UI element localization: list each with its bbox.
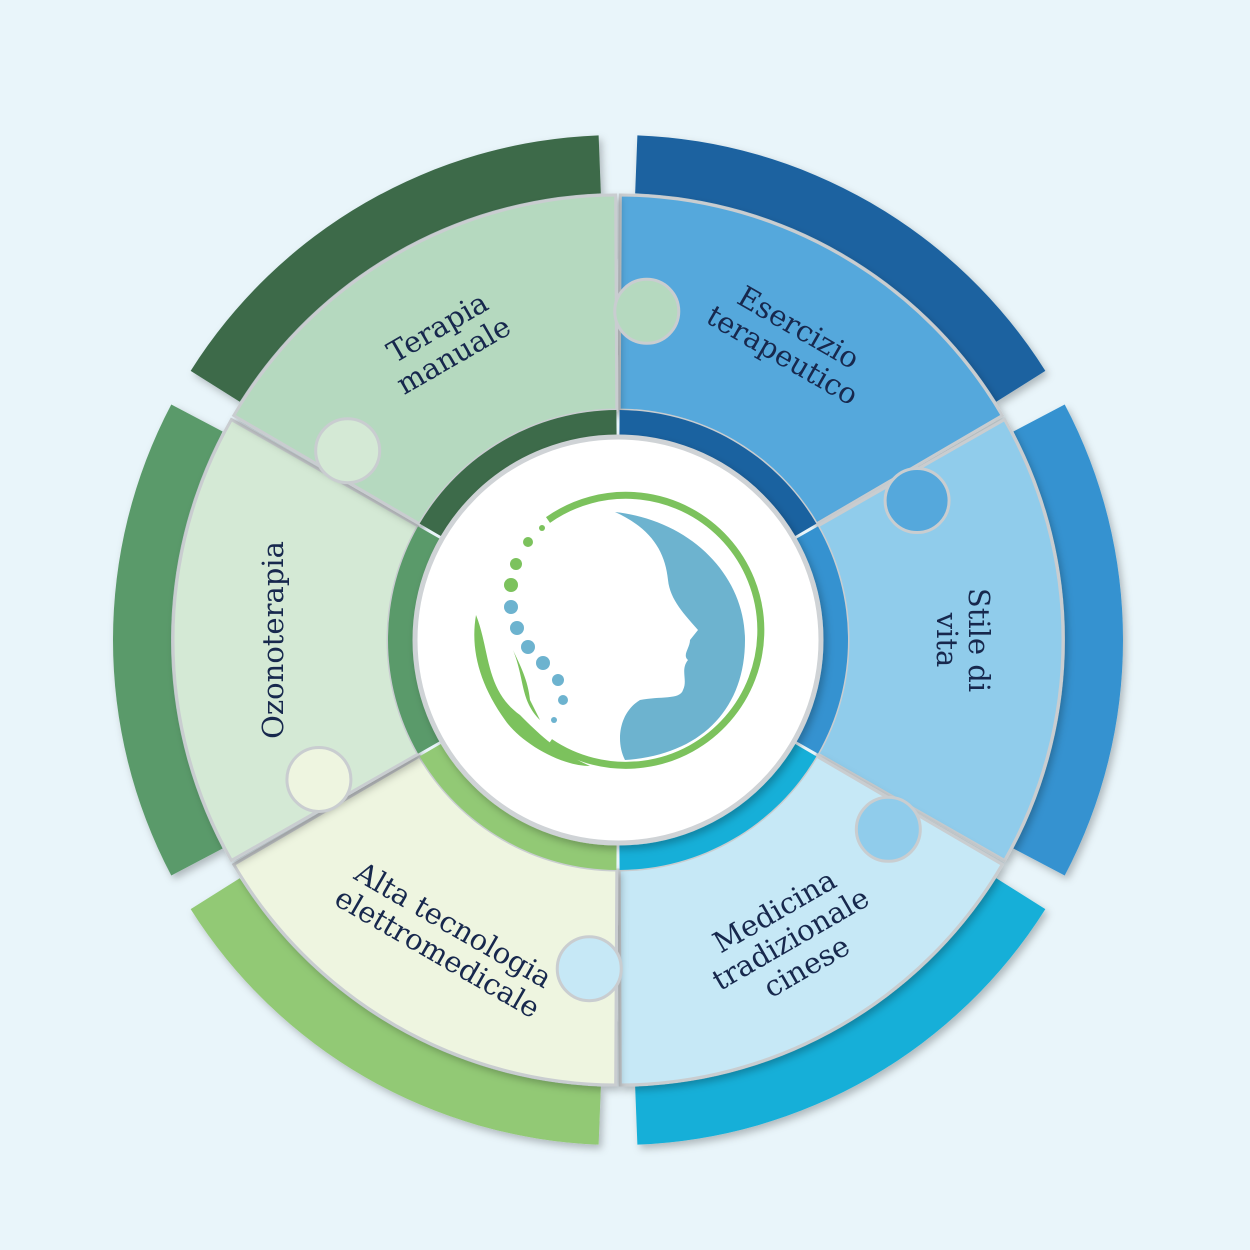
puzzle-knob xyxy=(883,467,951,535)
segment-label-stile-di-vita: Stile divita xyxy=(930,588,996,692)
outer-arc-medicina-tradizionale-cinese xyxy=(635,878,1046,1145)
puzzle-knob xyxy=(854,795,922,863)
spine-dot xyxy=(558,695,568,705)
segment-label-ozonoterapia: Ozonoterapia xyxy=(256,541,290,739)
spine-dot xyxy=(504,578,518,592)
center-circle xyxy=(412,434,824,846)
spine-dot xyxy=(521,640,535,654)
puzzle-knob xyxy=(555,935,623,1003)
puzzle-knob xyxy=(613,277,681,345)
spine-dot xyxy=(552,674,564,686)
spine-dot xyxy=(536,656,550,670)
puzzle-knob xyxy=(314,417,382,485)
outer-arc-alta-tecnologia-elettromedicale xyxy=(190,878,601,1145)
spine-dot xyxy=(523,537,533,547)
outer-arc-esercizio-terapeutico xyxy=(635,135,1046,402)
spine-dot xyxy=(551,717,557,723)
spine-dot xyxy=(539,525,545,531)
label-line: Stile di xyxy=(962,588,996,692)
label-line: Ozonoterapia xyxy=(256,541,290,739)
outer-arc-terapia-manuale xyxy=(190,135,601,402)
label-line: vita xyxy=(930,612,964,668)
puzzle-knob xyxy=(285,745,353,813)
spine-dot xyxy=(510,621,524,635)
spine-dot xyxy=(510,558,522,570)
logo-head-hand-icon xyxy=(474,491,765,769)
outer-arc-ozonoterapia xyxy=(112,404,223,876)
outer-arc-stile-di-vita xyxy=(1013,404,1123,876)
spine-dot xyxy=(504,600,518,614)
